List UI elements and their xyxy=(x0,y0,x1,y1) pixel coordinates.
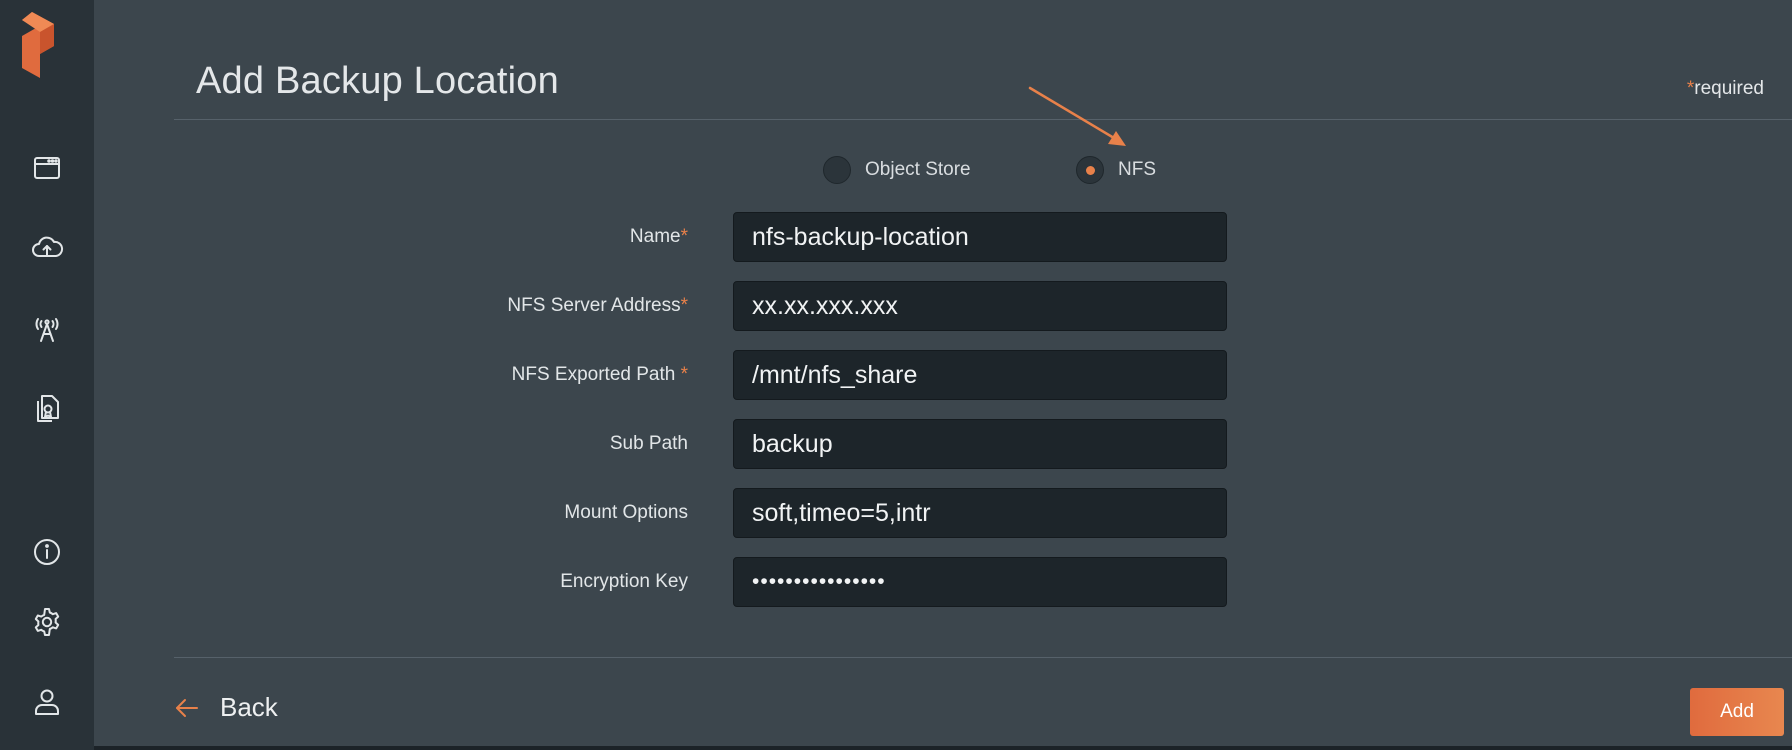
sidebar-item-credentials[interactable] xyxy=(0,382,94,434)
form-row-nfs-server-address: NFS Server Address* xyxy=(0,281,1792,331)
nfs-exported-path-required-star: * xyxy=(680,364,688,385)
radio-object-store-circle[interactable] xyxy=(823,156,851,184)
sidebar-item-clusters[interactable] xyxy=(0,302,94,354)
nfs-exported-path-input[interactable] xyxy=(733,350,1227,400)
required-note: *required xyxy=(1687,78,1764,100)
form-row-nfs-exported-path: NFS Exported Path * xyxy=(0,350,1792,400)
certificate-docs-icon xyxy=(37,395,59,422)
name-label: Name* xyxy=(630,212,688,262)
info-icon xyxy=(34,539,60,565)
name-label-text: Name xyxy=(629,226,681,247)
radio-object-store[interactable]: Object Store xyxy=(823,156,971,184)
mount-options-input[interactable] xyxy=(733,488,1227,538)
encryption-key-label-text: Encryption Key xyxy=(560,571,688,592)
nfs-server-address-label: NFS Server Address* xyxy=(507,281,688,331)
nfs-exported-path-label: NFS Exported Path * xyxy=(512,350,688,400)
antenna-signal-icon xyxy=(35,318,59,342)
sub-path-label: Sub Path xyxy=(610,419,688,469)
radio-object-store-label: Object Store xyxy=(865,159,971,180)
nfs-server-address-input[interactable] xyxy=(733,281,1227,331)
footer-divider xyxy=(174,657,1792,658)
bottom-edge xyxy=(94,746,1792,750)
sub-path-label-text: Sub Path xyxy=(609,433,688,454)
gear-icon xyxy=(34,608,60,636)
back-label: Back xyxy=(220,692,278,722)
sidebar-item-profile[interactable] xyxy=(0,676,94,728)
sidebar-item-settings[interactable] xyxy=(0,596,94,648)
back-button[interactable]: Back xyxy=(174,692,278,723)
radio-nfs[interactable]: NFS xyxy=(1076,156,1156,184)
radio-nfs-selected-dot xyxy=(1085,165,1095,175)
portworx-logo xyxy=(22,12,54,78)
arrow-left-icon xyxy=(176,698,198,717)
annotation-arrow xyxy=(1028,86,1126,146)
name-input[interactable] xyxy=(733,212,1227,262)
required-star: * xyxy=(1686,78,1695,99)
mount-options-label: Mount Options xyxy=(564,488,688,538)
name-required-star: * xyxy=(680,226,688,247)
header-divider xyxy=(174,119,1792,120)
sidebar-item-info[interactable] xyxy=(0,526,94,578)
sidebar xyxy=(0,0,94,750)
page-title: Add Backup Location xyxy=(196,60,559,102)
form-row-encryption-key: Encryption Key xyxy=(0,557,1792,607)
encryption-key-label: Encryption Key xyxy=(560,557,688,607)
required-text: required xyxy=(1694,78,1764,99)
radio-nfs-label: NFS xyxy=(1118,159,1156,180)
cloud-upload-icon xyxy=(32,236,64,257)
user-icon xyxy=(35,689,59,715)
add-button[interactable]: Add xyxy=(1690,688,1784,736)
sidebar-item-applications[interactable] xyxy=(0,142,94,194)
encryption-key-input[interactable] xyxy=(733,557,1227,607)
radio-nfs-circle[interactable] xyxy=(1076,156,1104,184)
nfs-server-address-label-text: NFS Server Address xyxy=(507,295,681,316)
form-row-name: Name* xyxy=(0,212,1792,262)
form-row-sub-path: Sub Path xyxy=(0,419,1792,469)
browser-window-icon xyxy=(34,157,60,179)
mount-options-label-text: Mount Options xyxy=(564,502,688,523)
nfs-server-address-required-star: * xyxy=(680,295,688,316)
nfs-exported-path-label-text: NFS Exported Path xyxy=(511,364,681,385)
sidebar-item-backups[interactable] xyxy=(0,222,94,274)
sub-path-input[interactable] xyxy=(733,419,1227,469)
form-row-mount-options: Mount Options xyxy=(0,488,1792,538)
